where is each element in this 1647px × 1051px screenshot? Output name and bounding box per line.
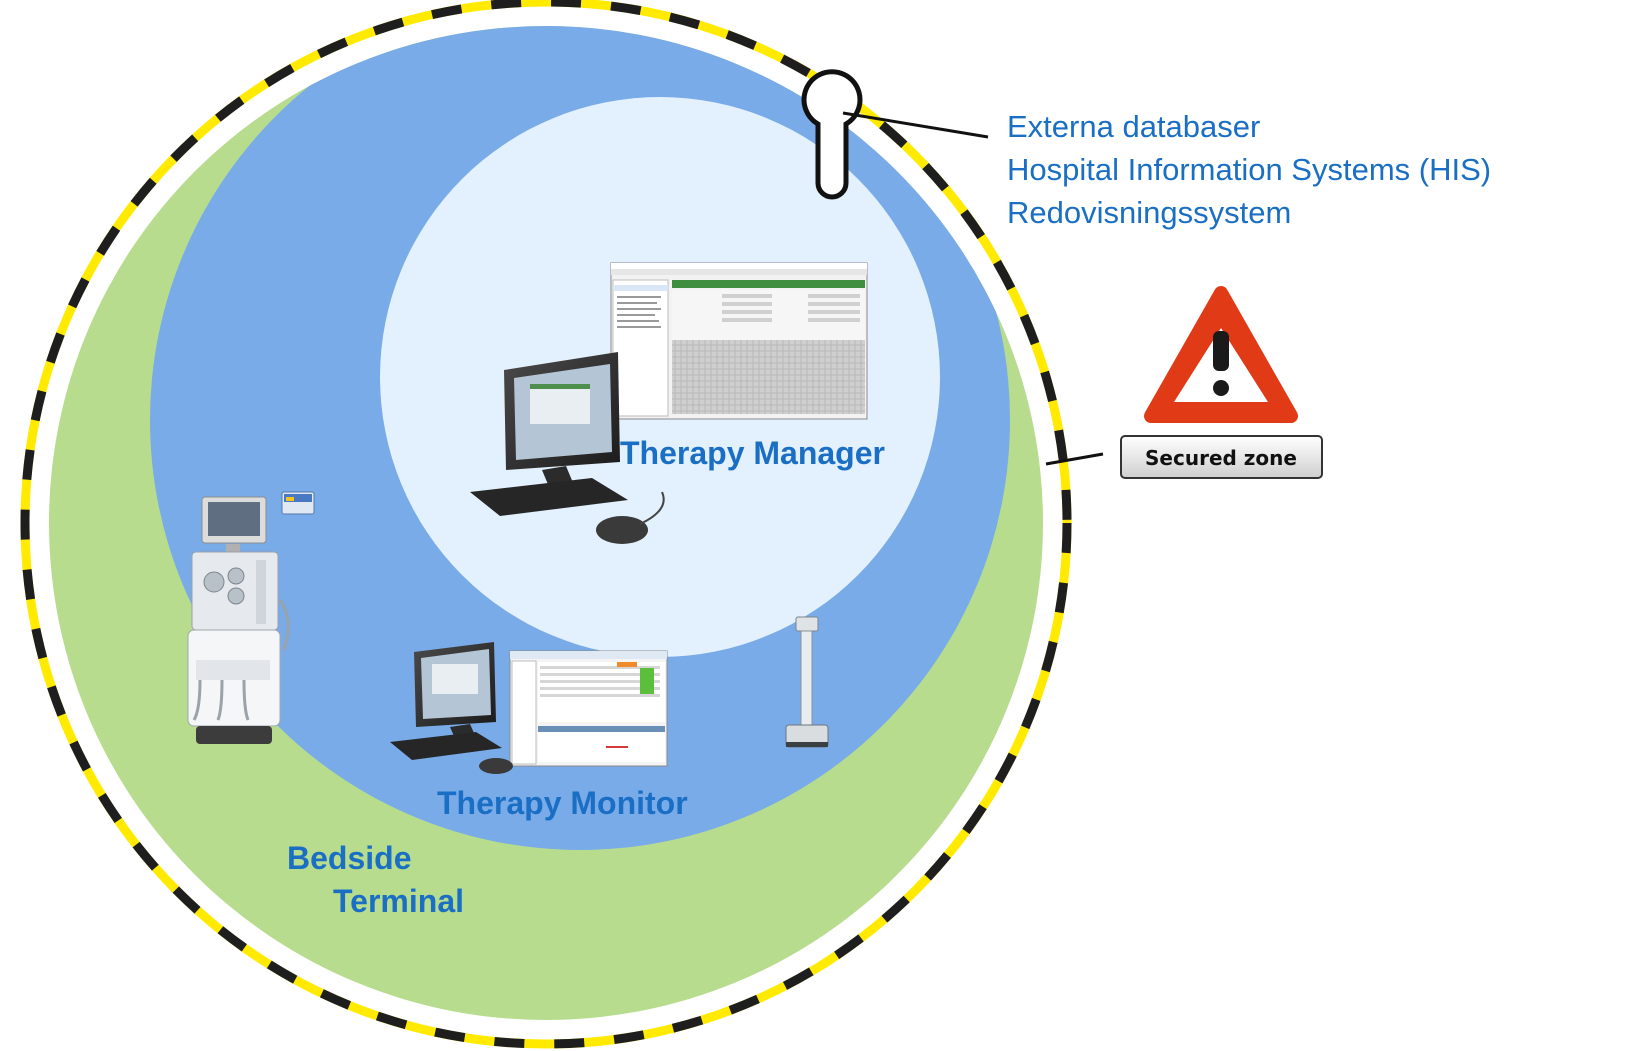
desktop-computer-icon	[470, 352, 665, 544]
therapy-monitor-screenshot	[509, 650, 668, 767]
secured-zone-connector-line	[1045, 452, 1104, 466]
external-system-label: Externa databaser	[1007, 109, 1260, 144]
card-reader-icon	[281, 491, 315, 515]
secured-zone-label: Secured zone	[1145, 446, 1297, 470]
therapy-manager-screenshot	[610, 262, 868, 420]
outer-secured-boundary	[20, 0, 1072, 1049]
therapy-monitor-label: Therapy Monitor	[437, 785, 688, 821]
bedside-terminal-label-line2: Terminal	[333, 883, 464, 919]
desktop-computer-icon	[390, 642, 513, 774]
external-system-label: Redovisningssystem	[1007, 195, 1291, 230]
therapy-manager-label: Therapy Manager	[620, 435, 885, 471]
warning-triangle-icon	[1144, 286, 1298, 423]
secured-zone-badge: Secured zone	[1120, 435, 1323, 479]
bedside-terminal-label-line1: Bedside	[287, 840, 411, 876]
external-systems-list: Externa databaser Hospital Information S…	[1007, 109, 1491, 230]
external-system-label: Hospital Information Systems (HIS)	[1007, 152, 1491, 187]
dialysis-machine-icon	[187, 496, 290, 744]
external-connector-line	[842, 111, 989, 139]
weighing-scale-icon	[785, 616, 829, 748]
keyhole-icon	[801, 69, 863, 200]
